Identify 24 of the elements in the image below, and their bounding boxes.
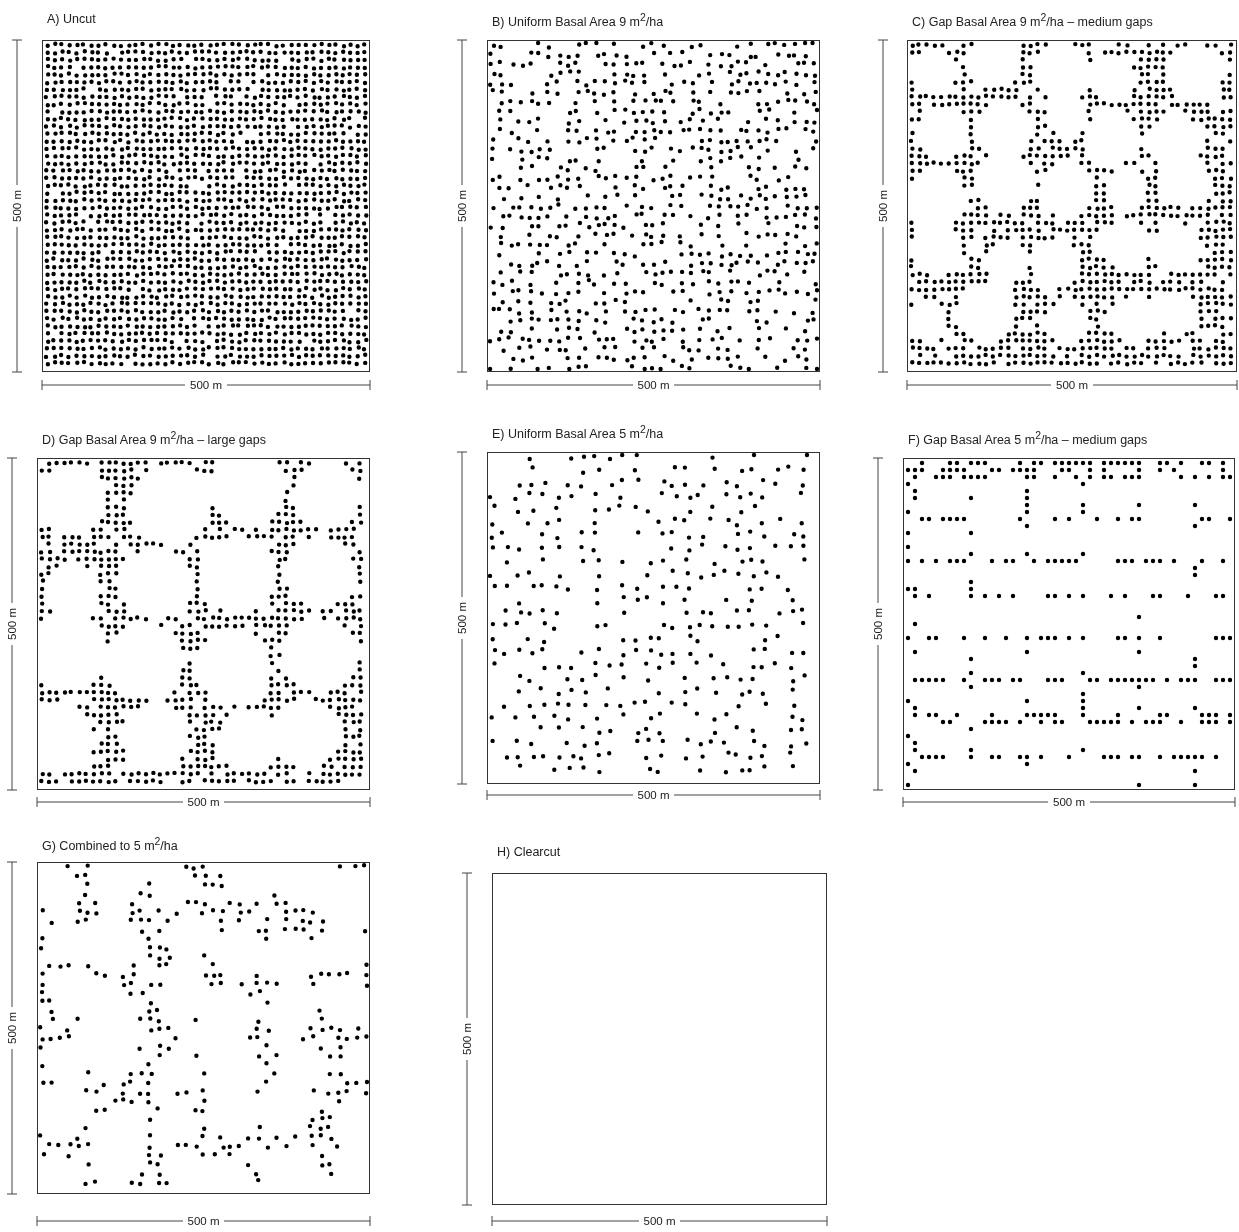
dimension-label: 500 m (638, 1214, 681, 1228)
dimension-label: 500 m (1051, 378, 1093, 392)
dimension-label: 500 m (632, 788, 675, 802)
panel-title: B) Uniform Basal Area 9 m$^{2}$/ha (492, 12, 664, 30)
dimension-label: 500 m (182, 795, 225, 809)
panel-title: C) Gap Basal Area 9 m$^{2}$/ha – medium gaps (912, 12, 1153, 30)
dimension-label: 500 m (871, 603, 885, 645)
dimension-label: 500 m (5, 603, 19, 645)
dimension-label: 500 m (455, 597, 469, 639)
dimension-label: 500 m (182, 1214, 225, 1228)
panel-title: E) Uniform Basal Area 5 m$^{2}$/ha (492, 424, 664, 442)
dimension-label: 500 m (1048, 795, 1090, 809)
dimension-label: 500 m (455, 185, 469, 227)
dimension-label: 500 m (185, 378, 227, 392)
panel-title: H) Clearcut (497, 845, 561, 859)
dimension-label: 500 m (876, 185, 890, 227)
panel-title: A) Uncut (47, 12, 96, 26)
panel-title: F) Gap Basal Area 5 m$^{2}$/ha – medium gaps (908, 430, 1148, 448)
panel-title: G) Combined to 5 m$^{2}$/ha (42, 836, 178, 854)
panel-title: D) Gap Basal Area 9 m$^{2}$/ha – large gaps (42, 430, 266, 448)
dimension-label: 500 m (632, 378, 675, 392)
dimension-label: 500 m (460, 1018, 474, 1060)
dimension-label: 500 m (5, 1007, 19, 1049)
dimension-label: 500 m (10, 185, 24, 227)
